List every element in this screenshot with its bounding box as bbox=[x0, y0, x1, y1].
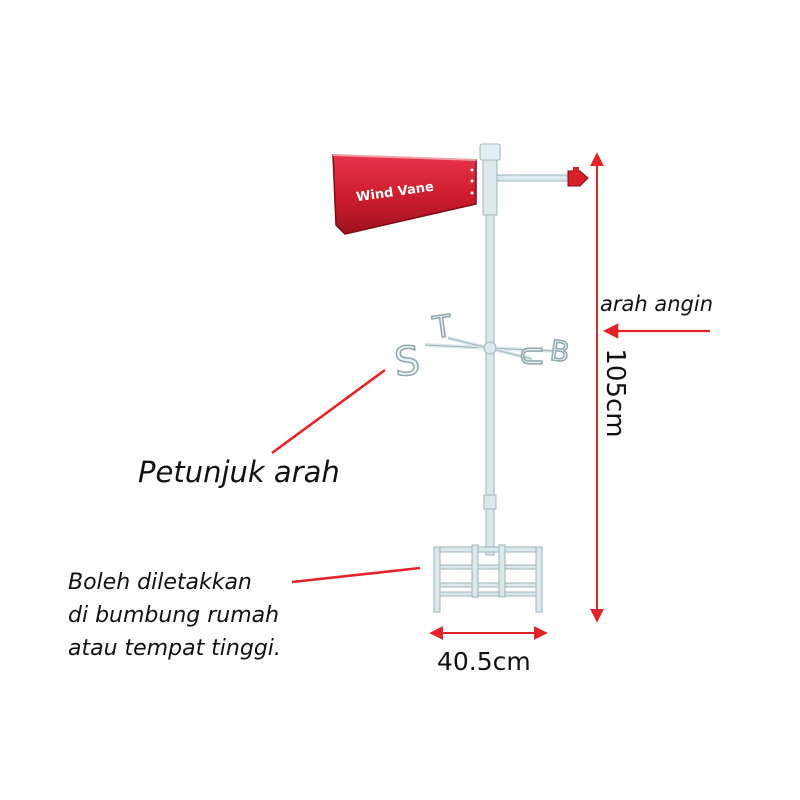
placement-note-line: Boleh diletakkan bbox=[68, 570, 252, 595]
rivet-icon bbox=[470, 179, 474, 183]
wind-direction-label: arah angin bbox=[600, 292, 714, 316]
rivet-icon bbox=[470, 191, 474, 195]
arrow-tip-icon bbox=[567, 170, 589, 187]
width-label: 40.5cm bbox=[437, 647, 531, 676]
compass-letter-north: U bbox=[515, 346, 548, 367]
compass-letter-south: S bbox=[393, 338, 422, 386]
direction-pointer-label: Petunjuk arah bbox=[138, 455, 340, 489]
base-frame bbox=[433, 544, 543, 613]
compass: S T B U bbox=[392, 308, 573, 387]
placement-note: Boleh diletakkan di bumbung rumah atau t… bbox=[68, 566, 281, 665]
pointer-arm bbox=[489, 167, 589, 187]
rivet-icon bbox=[470, 168, 474, 172]
placement-callout-line bbox=[291, 566, 421, 584]
pole bbox=[479, 143, 501, 556]
pointer-callout-line bbox=[271, 368, 386, 455]
vane-fin: Wind Vane bbox=[332, 154, 477, 235]
compass-letter-east: T bbox=[430, 309, 455, 346]
placement-note-line: di bumbung rumah bbox=[68, 603, 280, 628]
placement-note-line: atau tempat tinggi. bbox=[68, 636, 281, 661]
compass-letter-west: B bbox=[548, 334, 572, 369]
height-label: 105cm bbox=[600, 348, 630, 438]
